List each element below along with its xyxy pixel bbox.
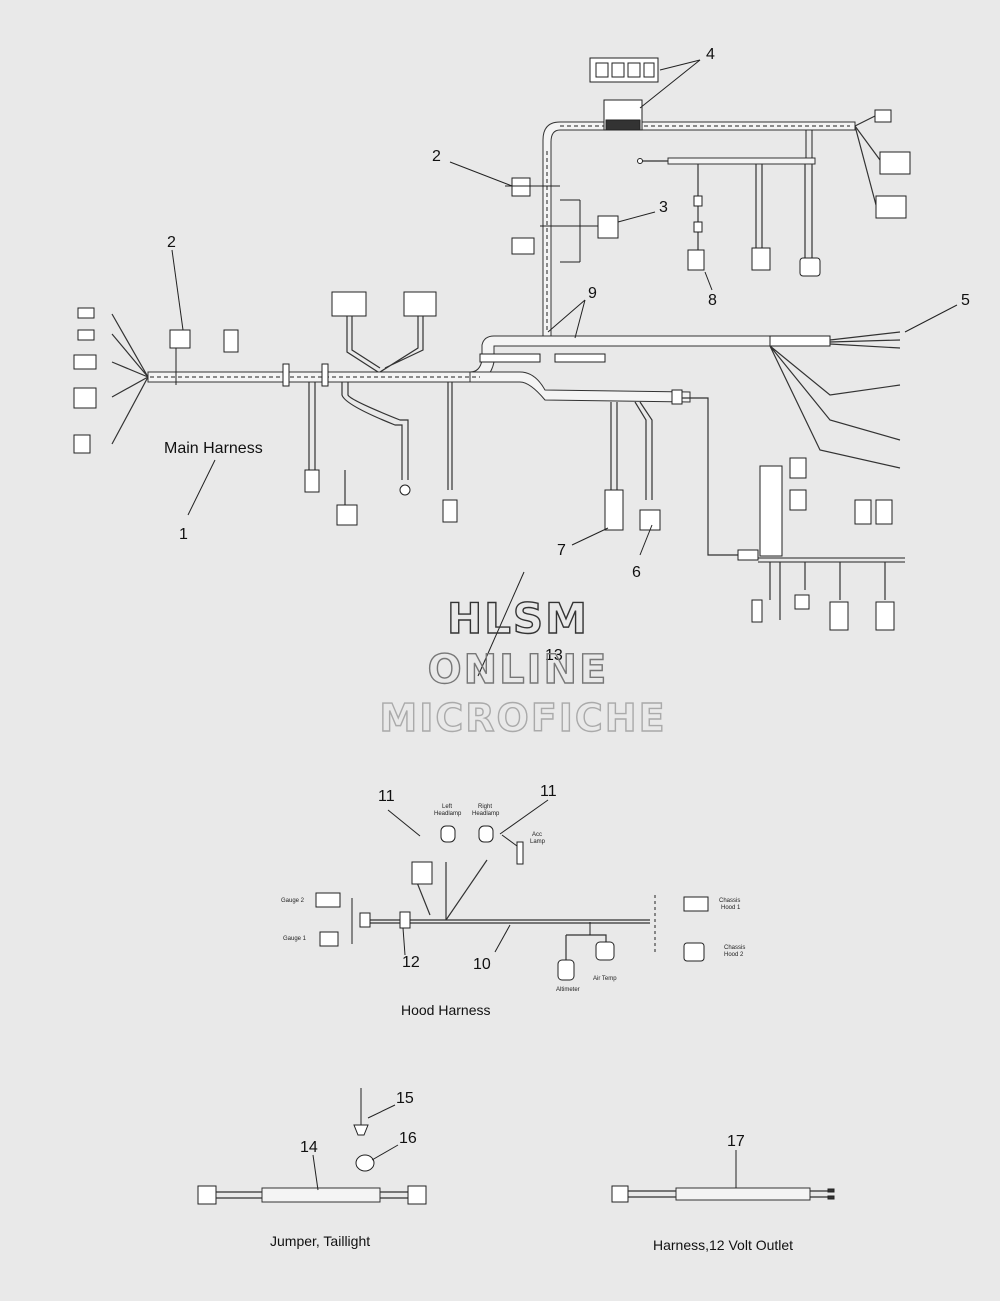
callout-9: 9: [588, 285, 597, 302]
callout-3: 3: [659, 199, 668, 216]
left-headlamp-label-2: Headlamp: [434, 811, 462, 817]
callout-6: 6: [632, 564, 641, 581]
gauge2-label: Gauge 2: [281, 898, 305, 904]
gauge1-label: Gauge 1: [283, 936, 307, 942]
callout-16: 16: [399, 1130, 417, 1147]
chassis-hood1-label-2: Hood 1: [721, 905, 741, 911]
acc-lamp-label-1: Acc: [532, 832, 542, 838]
callout-15: 15: [396, 1090, 414, 1107]
callout-13: 13: [545, 647, 563, 664]
callout-7: 7: [557, 542, 566, 559]
harness-12v-outlet: 17 Harness,12 Volt Outlet: [611, 1133, 835, 1253]
chassis-hood1-label-1: Chassis: [719, 898, 740, 904]
main-harness: [73, 57, 911, 677]
callout-14: 14: [300, 1139, 318, 1156]
watermark-line1: HLSM: [447, 594, 589, 643]
callout-5: 5: [961, 292, 970, 309]
callout-12: 12: [402, 954, 420, 971]
acc-lamp-label-2: Lamp: [530, 839, 546, 845]
callout-8: 8: [708, 292, 717, 309]
callout-4: 4: [706, 46, 715, 63]
callout-10: 10: [473, 956, 491, 973]
callout-2-left: 2: [167, 234, 176, 251]
callout-2-top: 2: [432, 148, 441, 165]
jumper-taillight-caption: Jumper, Taillight: [270, 1233, 370, 1249]
watermark: HLSM ONLINE MICROFICHE: [379, 593, 666, 740]
air-temp-label: Air Temp: [593, 976, 617, 982]
left-headlamp-label-1: Left: [442, 804, 452, 810]
hood-harness: [315, 799, 709, 981]
hood-harness-labels: 11 11 12 10 Left Headlamp Right Headlamp…: [281, 783, 745, 1018]
watermark-line2: ONLINE: [428, 647, 609, 693]
chassis-hood2-label-2: Hood 2: [724, 952, 744, 958]
callout-labels: 1 2 2 3 4 5 6 7 8 9 13: [167, 46, 970, 664]
harness-12v-caption: Harness,12 Volt Outlet: [653, 1237, 793, 1253]
altimeter-label: Altimeter: [556, 987, 580, 993]
jumper-taillight: 14 15 16 Jumper, Taillight: [197, 1088, 427, 1249]
leader-lines: [171, 59, 958, 556]
callout-11-left: 11: [378, 788, 395, 805]
main-harness-caption: Main Harness: [164, 440, 263, 457]
chassis-hood2-label-1: Chassis: [724, 945, 745, 951]
callout-11-right: 11: [540, 783, 557, 800]
watermark-line3: MICROFICHE: [379, 696, 666, 740]
callout-17: 17: [727, 1133, 745, 1150]
callout-1: 1: [179, 526, 188, 543]
right-headlamp-label-2: Headlamp: [472, 811, 500, 817]
right-headlamp-label-1: Right: [478, 804, 492, 810]
hood-harness-caption: Hood Harness: [401, 1002, 491, 1018]
